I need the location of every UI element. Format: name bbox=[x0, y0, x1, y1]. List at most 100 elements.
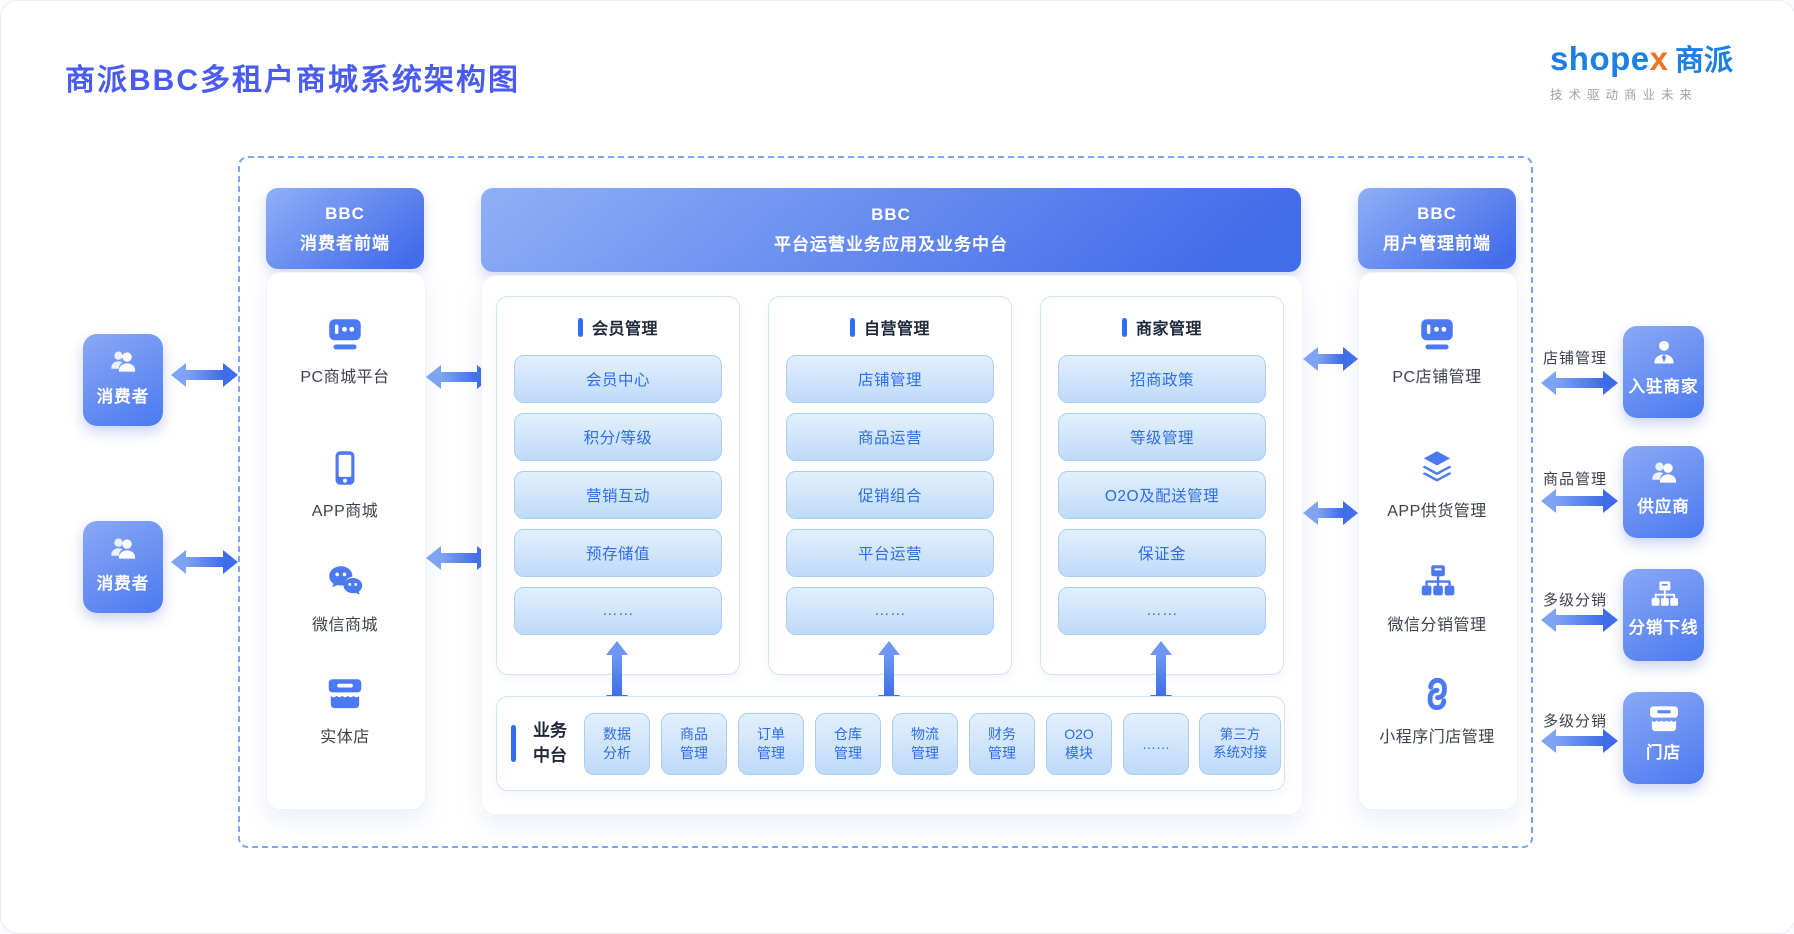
consumer-actor: 消费者 bbox=[83, 521, 163, 613]
miniprogram-icon bbox=[1427, 677, 1447, 711]
smartphone-icon bbox=[335, 451, 355, 485]
feature-pill: 招商政策 bbox=[1058, 355, 1266, 403]
data-flow-arrow bbox=[1556, 378, 1603, 388]
card-title: 会员管理 bbox=[591, 321, 658, 338]
partner-distributor: 分销下线 bbox=[1623, 569, 1704, 661]
data-flow-arrow bbox=[1318, 508, 1343, 518]
feature-pill: O2O及配送管理 bbox=[1058, 471, 1266, 519]
channel-physical-store: 实体店 bbox=[266, 673, 424, 747]
module-line: 第三方 bbox=[1219, 726, 1261, 742]
partner-store: 门店 bbox=[1623, 692, 1704, 784]
feature-pill: 平台运营 bbox=[786, 529, 994, 577]
module-line: O2O bbox=[1064, 726, 1094, 743]
channel-app-mall: APP商城 bbox=[266, 447, 424, 521]
tool-miniprogram-store-management: 小程序门店管理 bbox=[1358, 673, 1516, 747]
module-pill: 仓库管理 bbox=[815, 713, 881, 775]
tool-label: 小程序门店管理 bbox=[1379, 729, 1495, 746]
module-pill: 财务管理 bbox=[969, 713, 1035, 775]
module-line: 管理 bbox=[680, 745, 708, 761]
module-pill: 物流管理 bbox=[892, 713, 958, 775]
platform-header: BBC 平台运营业务应用及业务中台 bbox=[481, 188, 1301, 272]
data-flow-arrow bbox=[1556, 736, 1603, 746]
channel-label: 微信商城 bbox=[311, 617, 378, 634]
layers-icon bbox=[1422, 451, 1452, 482]
module-pill: 订单管理 bbox=[738, 713, 804, 775]
partner-label: 门店 bbox=[1646, 744, 1681, 762]
storefront-icon bbox=[1649, 706, 1678, 732]
platform-boundary bbox=[238, 156, 1533, 848]
member-management-card: 会员管理 会员中心 积分/等级 营销互动 预存储值 …… bbox=[496, 296, 740, 675]
arrow-label: 商品管理 bbox=[1543, 471, 1608, 488]
feature-pill: …… bbox=[786, 587, 994, 635]
header-line1: BBC bbox=[871, 205, 911, 224]
tool-label: PC店铺管理 bbox=[1392, 369, 1482, 386]
module-line: 管理 bbox=[911, 745, 939, 761]
consumer-frontend-header: BBC 消费者前端 bbox=[266, 188, 424, 269]
pc-mall-icon bbox=[1421, 319, 1453, 350]
module-line: 分析 bbox=[603, 745, 631, 761]
module-pill: …… bbox=[1123, 713, 1189, 775]
partner-merchant: 入驻商家 bbox=[1623, 326, 1704, 418]
consumer-actor: 消费者 bbox=[83, 334, 163, 426]
tool-wechat-distribution-management: 微信分销管理 bbox=[1358, 561, 1516, 635]
self-operated-management-card: 自营管理 店铺管理 商品运营 促销组合 平台运营 …… bbox=[768, 296, 1012, 675]
actor-label: 消费者 bbox=[96, 388, 150, 406]
module-pill: 数据分析 bbox=[584, 713, 650, 775]
arrow-label: 店铺管理 bbox=[1543, 350, 1608, 367]
consumer-frontend-card bbox=[266, 272, 426, 810]
logo-text-shope: shope bbox=[1549, 40, 1650, 77]
feature-pill: …… bbox=[514, 587, 722, 635]
module-pill: 第三方系统对接 bbox=[1199, 713, 1281, 775]
actor-label: 消费者 bbox=[96, 575, 150, 593]
feature-pill: 商品运营 bbox=[786, 413, 994, 461]
card-title: 商家管理 bbox=[1135, 321, 1202, 338]
org-chart-icon bbox=[1651, 581, 1678, 606]
logo-x-icon: x bbox=[1649, 40, 1668, 77]
partner-label: 入驻商家 bbox=[1628, 378, 1699, 396]
card-title-row: 自营管理 bbox=[769, 315, 1011, 339]
module-line: 数据 bbox=[603, 726, 631, 743]
feature-pill: 等级管理 bbox=[1058, 413, 1266, 461]
feature-pill: 积分/等级 bbox=[514, 413, 722, 461]
module-line: 管理 bbox=[757, 745, 785, 761]
channel-wechat-mall: 微信商城 bbox=[266, 561, 424, 635]
module-line: 商品 bbox=[680, 726, 708, 743]
label-line2: 中台 bbox=[533, 745, 567, 765]
data-flow-arrow bbox=[1556, 496, 1603, 506]
partner-supplier: 供应商 bbox=[1623, 446, 1704, 538]
pc-mall-icon bbox=[329, 319, 361, 350]
module-pill: 商品管理 bbox=[661, 713, 727, 775]
data-flow-arrow bbox=[186, 557, 223, 567]
data-flow-arrow bbox=[186, 370, 223, 380]
tool-label: APP供货管理 bbox=[1387, 503, 1487, 520]
feature-pill: …… bbox=[1058, 587, 1266, 635]
card-title-row: 商家管理 bbox=[1041, 315, 1283, 339]
merchant-management-card: 商家管理 招商政策 等级管理 O2O及配送管理 保证金 …… bbox=[1040, 296, 1284, 675]
data-flow-arrow bbox=[884, 655, 894, 695]
page-title: 商派BBC多租户商城系统架构图 bbox=[65, 64, 520, 97]
org-chart-icon bbox=[1421, 565, 1455, 596]
feature-pill: 促销组合 bbox=[786, 471, 994, 519]
card-title: 自营管理 bbox=[863, 321, 930, 338]
module-line: 管理 bbox=[834, 745, 862, 761]
users-icon bbox=[1651, 462, 1676, 483]
header-line2: 用户管理前端 bbox=[1383, 233, 1491, 253]
arrow-label: 多级分销 bbox=[1543, 592, 1608, 609]
users-icon bbox=[111, 538, 136, 559]
users-icon bbox=[111, 351, 136, 372]
tool-pc-shop-management: PC店铺管理 bbox=[1358, 313, 1516, 387]
label-line1: 业务 bbox=[533, 721, 567, 740]
feature-pill: 店铺管理 bbox=[786, 355, 994, 403]
card-title-row: 会员管理 bbox=[497, 315, 739, 339]
user-frontend-card bbox=[1358, 272, 1518, 810]
module-line: …… bbox=[1142, 735, 1170, 752]
partner-label: 分销下线 bbox=[1628, 619, 1699, 637]
data-flow-arrow bbox=[1318, 354, 1343, 364]
channel-label: APP商城 bbox=[311, 503, 379, 520]
tool-label: 微信分销管理 bbox=[1387, 617, 1487, 634]
merchant-icon bbox=[1654, 340, 1673, 364]
channel-pc-mall: PC商城平台 bbox=[266, 313, 424, 387]
